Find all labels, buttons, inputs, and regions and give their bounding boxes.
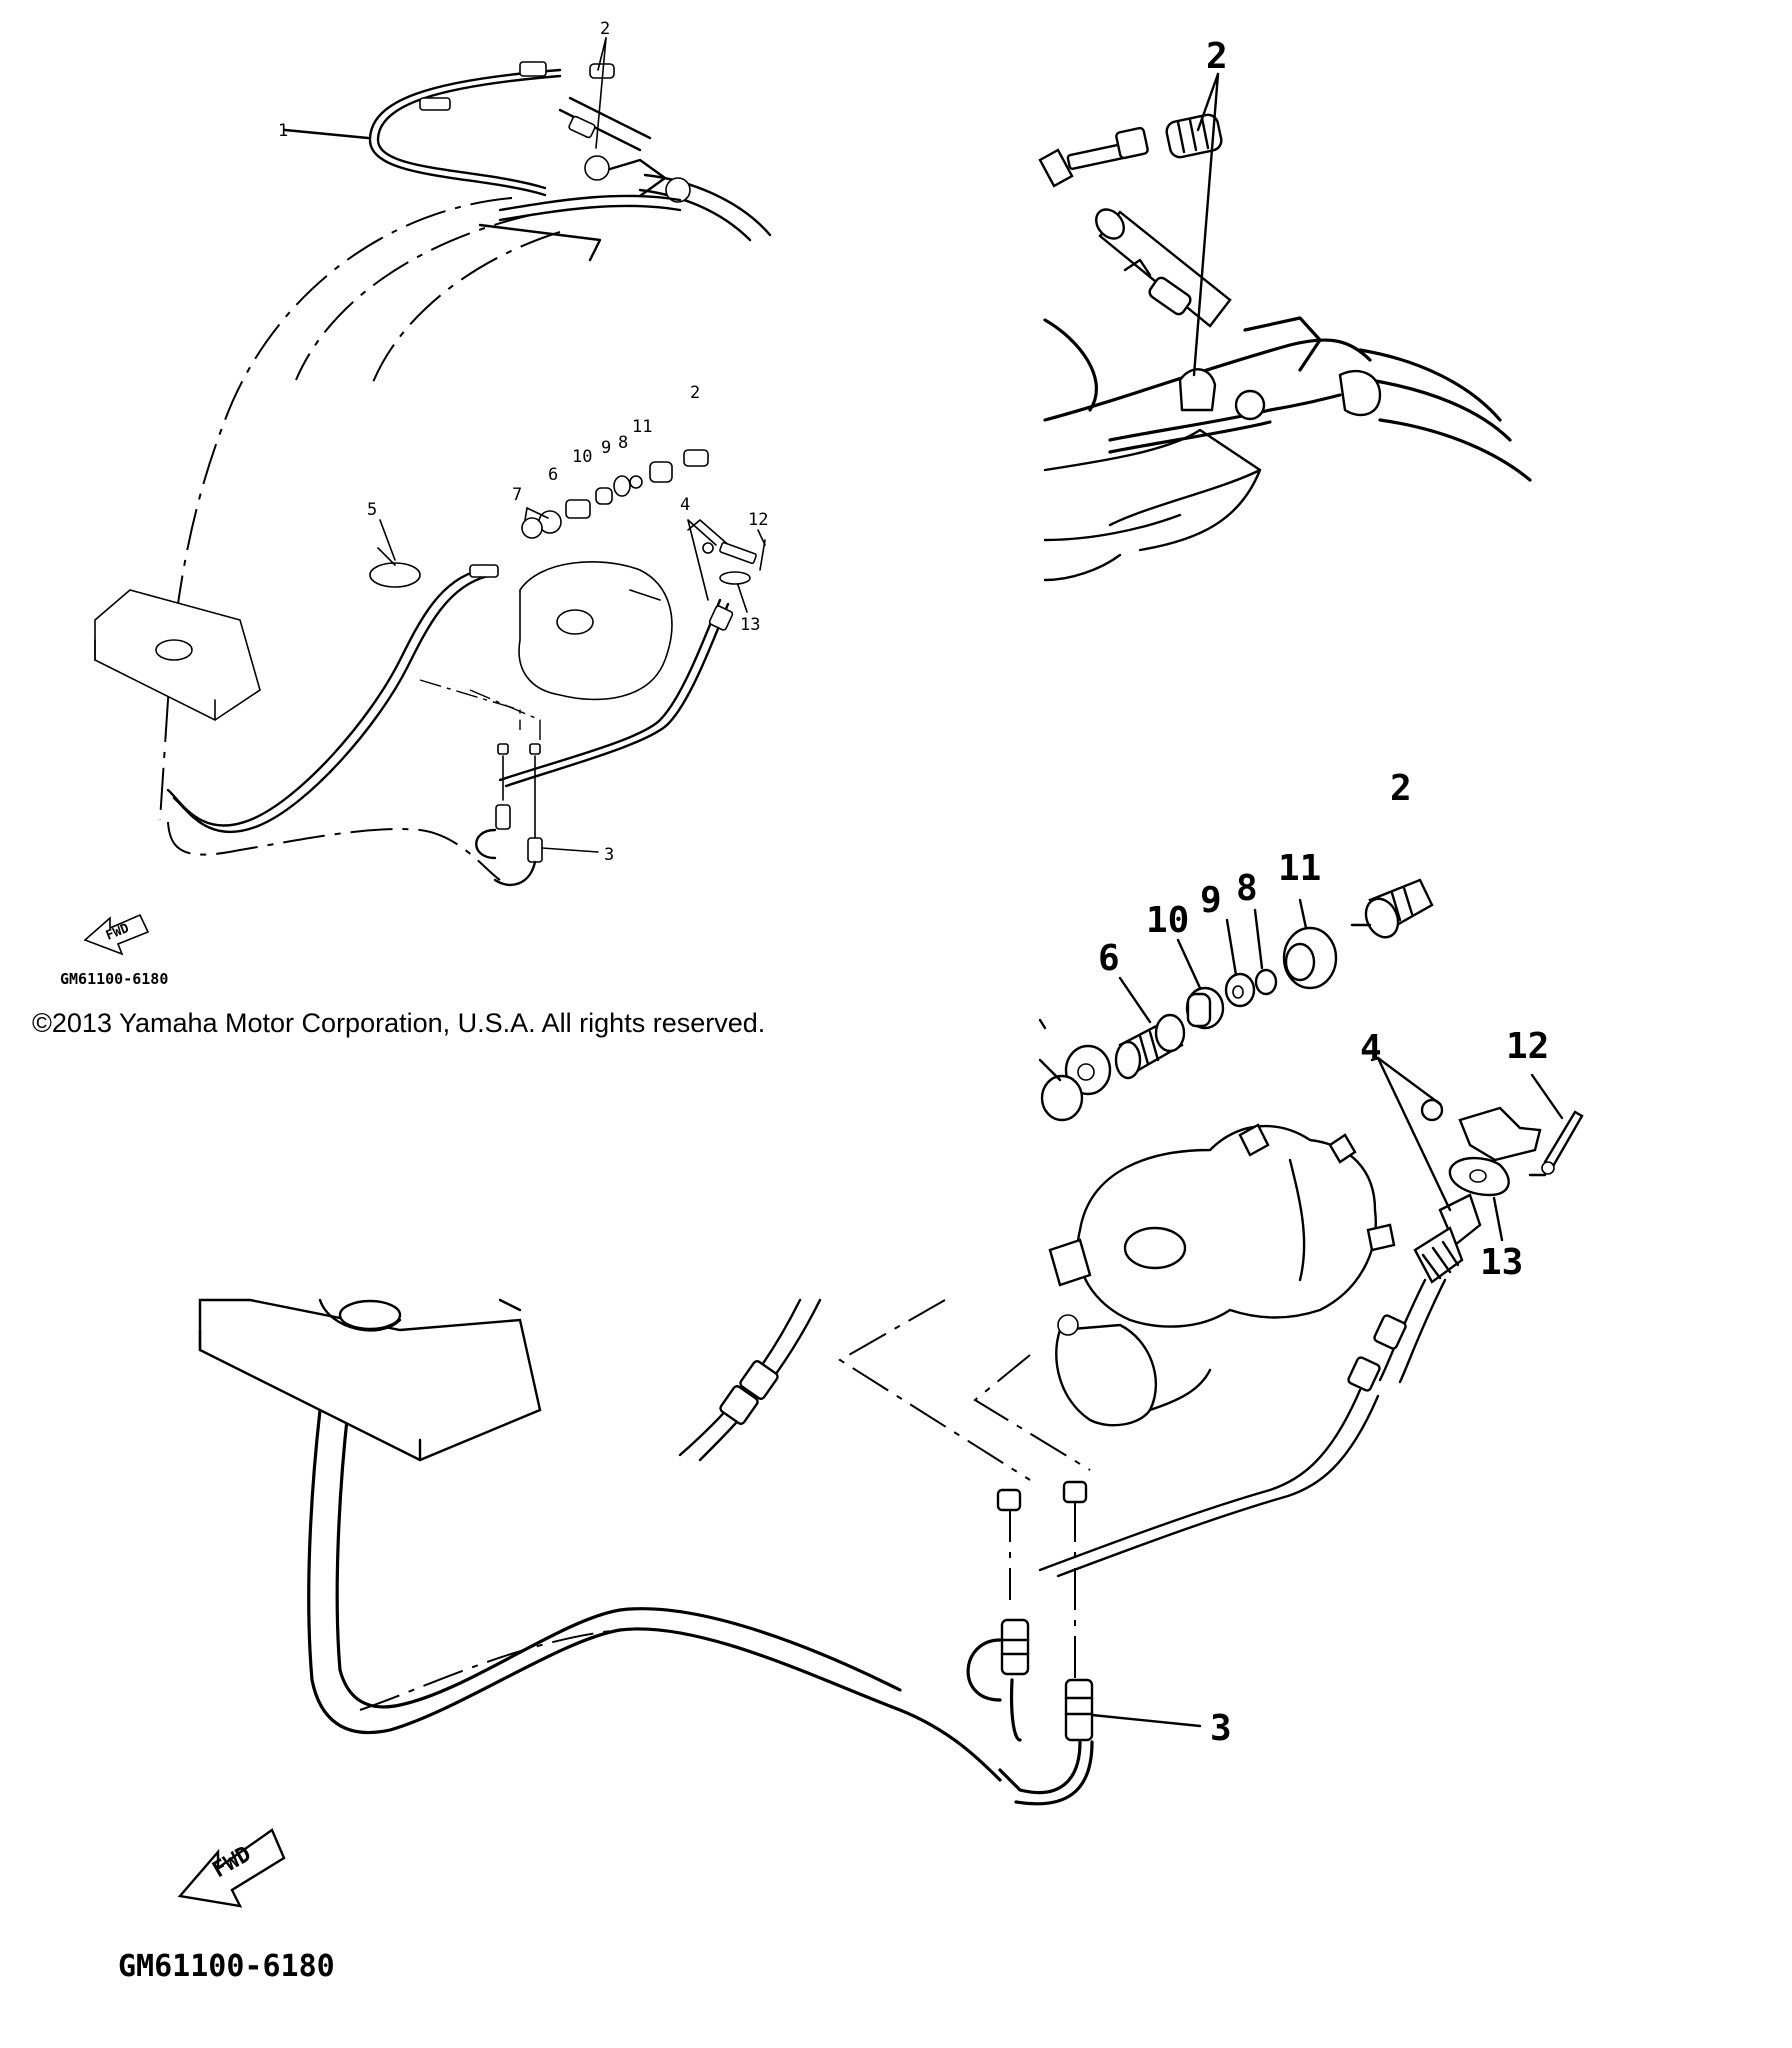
overview-lower-cable — [166, 564, 734, 834]
overview-fwd-arrow: FWD — [83, 913, 150, 956]
detail-bottom-mount-block — [198, 1298, 542, 1462]
detail-bottom-callouts: 2 3 4 6 8 9 10 11 12 13 — [1098, 768, 1549, 1749]
overview-parts-stack — [521, 449, 709, 539]
part-9-ring — [1224, 972, 1256, 1008]
detail-bottom-callout-6: 6 — [1098, 938, 1120, 979]
detail-bottom-callout-3: 3 — [1210, 1708, 1232, 1749]
detail-bottom-drawing-code: GM61100-6180 — [118, 1949, 335, 1984]
callout-8: 8 — [618, 433, 628, 453]
detail-bottom-callout-10: 10 — [1146, 900, 1189, 941]
detail-bottom-callout-9: 9 — [1200, 880, 1222, 921]
detail-bottom-callout-2: 2 — [1390, 768, 1412, 809]
detail-bottom-fwd-arrow: FWD — [177, 1828, 286, 1908]
overview-drawing-code: GM61100-6180 — [60, 970, 168, 988]
detail-top-drawing: 2 — [1038, 36, 1532, 582]
part-4-bracket — [1458, 1106, 1542, 1162]
copyright-notice: ©2013 Yamaha Motor Corporation, U.S.A. A… — [32, 1008, 766, 1038]
overview-leaders — [379, 37, 766, 853]
part-7-leader — [1038, 1058, 1062, 1082]
overview-mount-block — [94, 589, 261, 721]
callout-2-mid: 2 — [690, 383, 700, 403]
overview-callouts: 1 2 2 3 4 5 6 7 8 9 10 11 12 13 — [278, 19, 768, 865]
detail-bottom-callout-8: 8 — [1236, 868, 1258, 909]
cable-clamp — [369, 547, 421, 588]
overview-drawing: FWD 1 2 2 3 4 5 6 7 8 9 10 — [60, 19, 772, 988]
detail-bottom-hose-loop — [307, 1408, 1002, 1782]
detail-bottom-parts-stack — [1038, 878, 1434, 1122]
part-7-fragment — [1038, 1018, 1047, 1030]
detail-bottom-drawing: FWD 2 3 4 6 8 9 10 11 12 — [118, 768, 1584, 1984]
detail-bottom-bracket — [1420, 1098, 1584, 1197]
detail-bottom-cable-right — [1038, 1193, 1482, 1578]
callout-13: 13 — [740, 615, 760, 635]
callout-5: 5 — [367, 500, 377, 520]
detail-top-handle — [1095, 208, 1232, 328]
detail-bottom-callout-13: 13 — [1480, 1242, 1523, 1283]
hull-outline — [159, 173, 772, 821]
overview-hose-joints — [167, 743, 543, 886]
part-6-fitting — [1114, 1013, 1186, 1080]
part-8-washer — [1254, 968, 1278, 996]
callout-4: 4 — [680, 495, 690, 515]
detail-top-hull — [1043, 316, 1532, 582]
detail-top-callout-2: 2 — [1206, 36, 1228, 77]
part-7-washers — [1040, 1044, 1112, 1122]
callout-1: 1 — [278, 121, 288, 141]
detail-top-leader-2 — [1192, 72, 1220, 377]
detail-top-leader-2b — [1196, 72, 1220, 132]
callout-3: 3 — [604, 845, 614, 865]
detail-bottom-leaders — [1090, 898, 1564, 1728]
detail-bottom-hose-fittings — [966, 1480, 1094, 1806]
part-10-bushing — [1185, 986, 1225, 1030]
part-4-bolt — [1420, 1098, 1444, 1122]
callout-9: 9 — [601, 438, 611, 458]
part-11-nut — [1282, 926, 1338, 990]
detail-bottom-cable-left — [678, 1298, 822, 1462]
detail-bottom-callout-4: 4 — [1360, 1028, 1382, 1069]
callout-10: 10 — [572, 447, 592, 467]
detail-bottom-callout-12: 12 — [1506, 1026, 1549, 1067]
callout-6: 6 — [548, 465, 558, 485]
part-2-fitting — [1364, 878, 1434, 939]
steering-handle-area — [478, 63, 691, 262]
detail-top-fitting — [1038, 113, 1223, 188]
part-12-pin — [1543, 1110, 1584, 1170]
callout-11: 11 — [632, 417, 652, 437]
detail-bottom-gearbox — [1048, 1123, 1396, 1427]
callout-2-top: 2 — [600, 19, 610, 39]
overview-gearbox — [518, 561, 673, 701]
throttle-cable — [283, 61, 562, 197]
detail-bottom-alignment-lines — [838, 1299, 1091, 1680]
detail-bottom-callout-11: 11 — [1278, 848, 1321, 889]
callout-12: 12 — [748, 510, 768, 530]
callout-7: 7 — [512, 485, 522, 505]
